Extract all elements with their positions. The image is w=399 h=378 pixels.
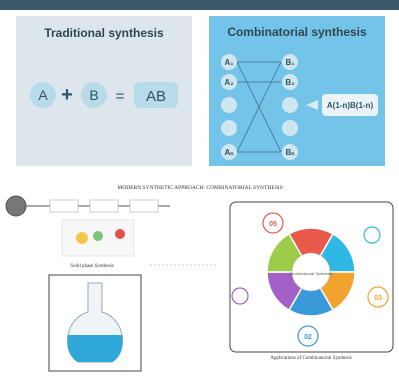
right-node-label: B₁ (285, 58, 295, 67)
left-node-label: Aₙ (225, 148, 234, 157)
left-node (221, 120, 237, 136)
badge-03: 03 (367, 286, 389, 308)
combinatorial-product-box (322, 94, 378, 116)
applications-wheel (266, 227, 356, 317)
left-node-label: A₁ (224, 58, 234, 67)
right-node (282, 120, 298, 136)
right-node-label: Bₙ (286, 148, 295, 157)
badge-02: 02 (297, 325, 319, 347)
flask-panel (48, 274, 142, 372)
molecule-icon (76, 232, 88, 244)
right-node (282, 54, 298, 70)
reaction-lines (236, 61, 282, 153)
badge-left (231, 287, 249, 305)
product-ab-label: AB (146, 88, 166, 105)
equals-sign: = (116, 88, 125, 105)
badge-05: 05 (262, 212, 284, 234)
wheel-center-label: Combinatorial Synthesis (289, 271, 332, 276)
left-node (221, 97, 237, 113)
left-node-label: A₂ (224, 78, 234, 87)
building-block (89, 199, 119, 213)
applications-panel: Combinatorial Synthesis 05 03 02 Applica… (229, 201, 394, 361)
building-block (129, 199, 159, 213)
badge-05-label: 05 (269, 221, 277, 228)
right-node (282, 97, 298, 113)
left-reagent-column: A₁ A₂ Aₙ (221, 54, 237, 160)
wheel-segment (287, 270, 335, 317)
right-node (282, 144, 298, 160)
right-node (282, 74, 298, 90)
reagent-b-bubble (81, 82, 107, 108)
left-node (221, 144, 237, 160)
solid-phase-diagram: Solid phase Synthesis (5, 195, 170, 269)
molecule-icon (93, 231, 103, 241)
product-ab-box (134, 82, 178, 108)
badge-03-label: 03 (374, 295, 382, 302)
traditional-title: Traditional synthesis (44, 26, 164, 40)
wheel-center (291, 252, 331, 292)
reagent-a-label: A (38, 87, 48, 103)
right-node-label: B₂ (285, 78, 295, 87)
reagent-b-label: B (89, 87, 98, 103)
right-reagent-column: B₁ B₂ Bₙ (282, 54, 298, 160)
combinatorial-product-label: A(1-n)B(1-n) (327, 101, 374, 110)
badge-02-label: 02 (304, 334, 312, 341)
combinatorial-title: Combinatorial synthesis (227, 25, 367, 39)
left-node (221, 74, 237, 90)
badge-top-right (363, 226, 381, 244)
building-block (49, 199, 79, 213)
figure-caption: MODERN SYNTHETIC APPROACH: COMBINATORIAL… (117, 185, 282, 191)
reagent-a-bubble (30, 82, 56, 108)
flask-liquid (67, 335, 123, 362)
solid-phase-label: Solid phase Synthesis (70, 264, 114, 269)
header-bar (0, 0, 399, 10)
wheel-segment (287, 227, 335, 274)
combinatorial-panel (209, 16, 385, 166)
plus-sign: + (61, 84, 73, 106)
left-node (221, 54, 237, 70)
molecule-icon (115, 229, 125, 239)
arrow-icon (306, 100, 318, 110)
reaction-line (236, 61, 282, 153)
resin-bead-icon (5, 195, 27, 217)
applications-label: Applications of Combinatorial Synthesis (270, 356, 352, 361)
